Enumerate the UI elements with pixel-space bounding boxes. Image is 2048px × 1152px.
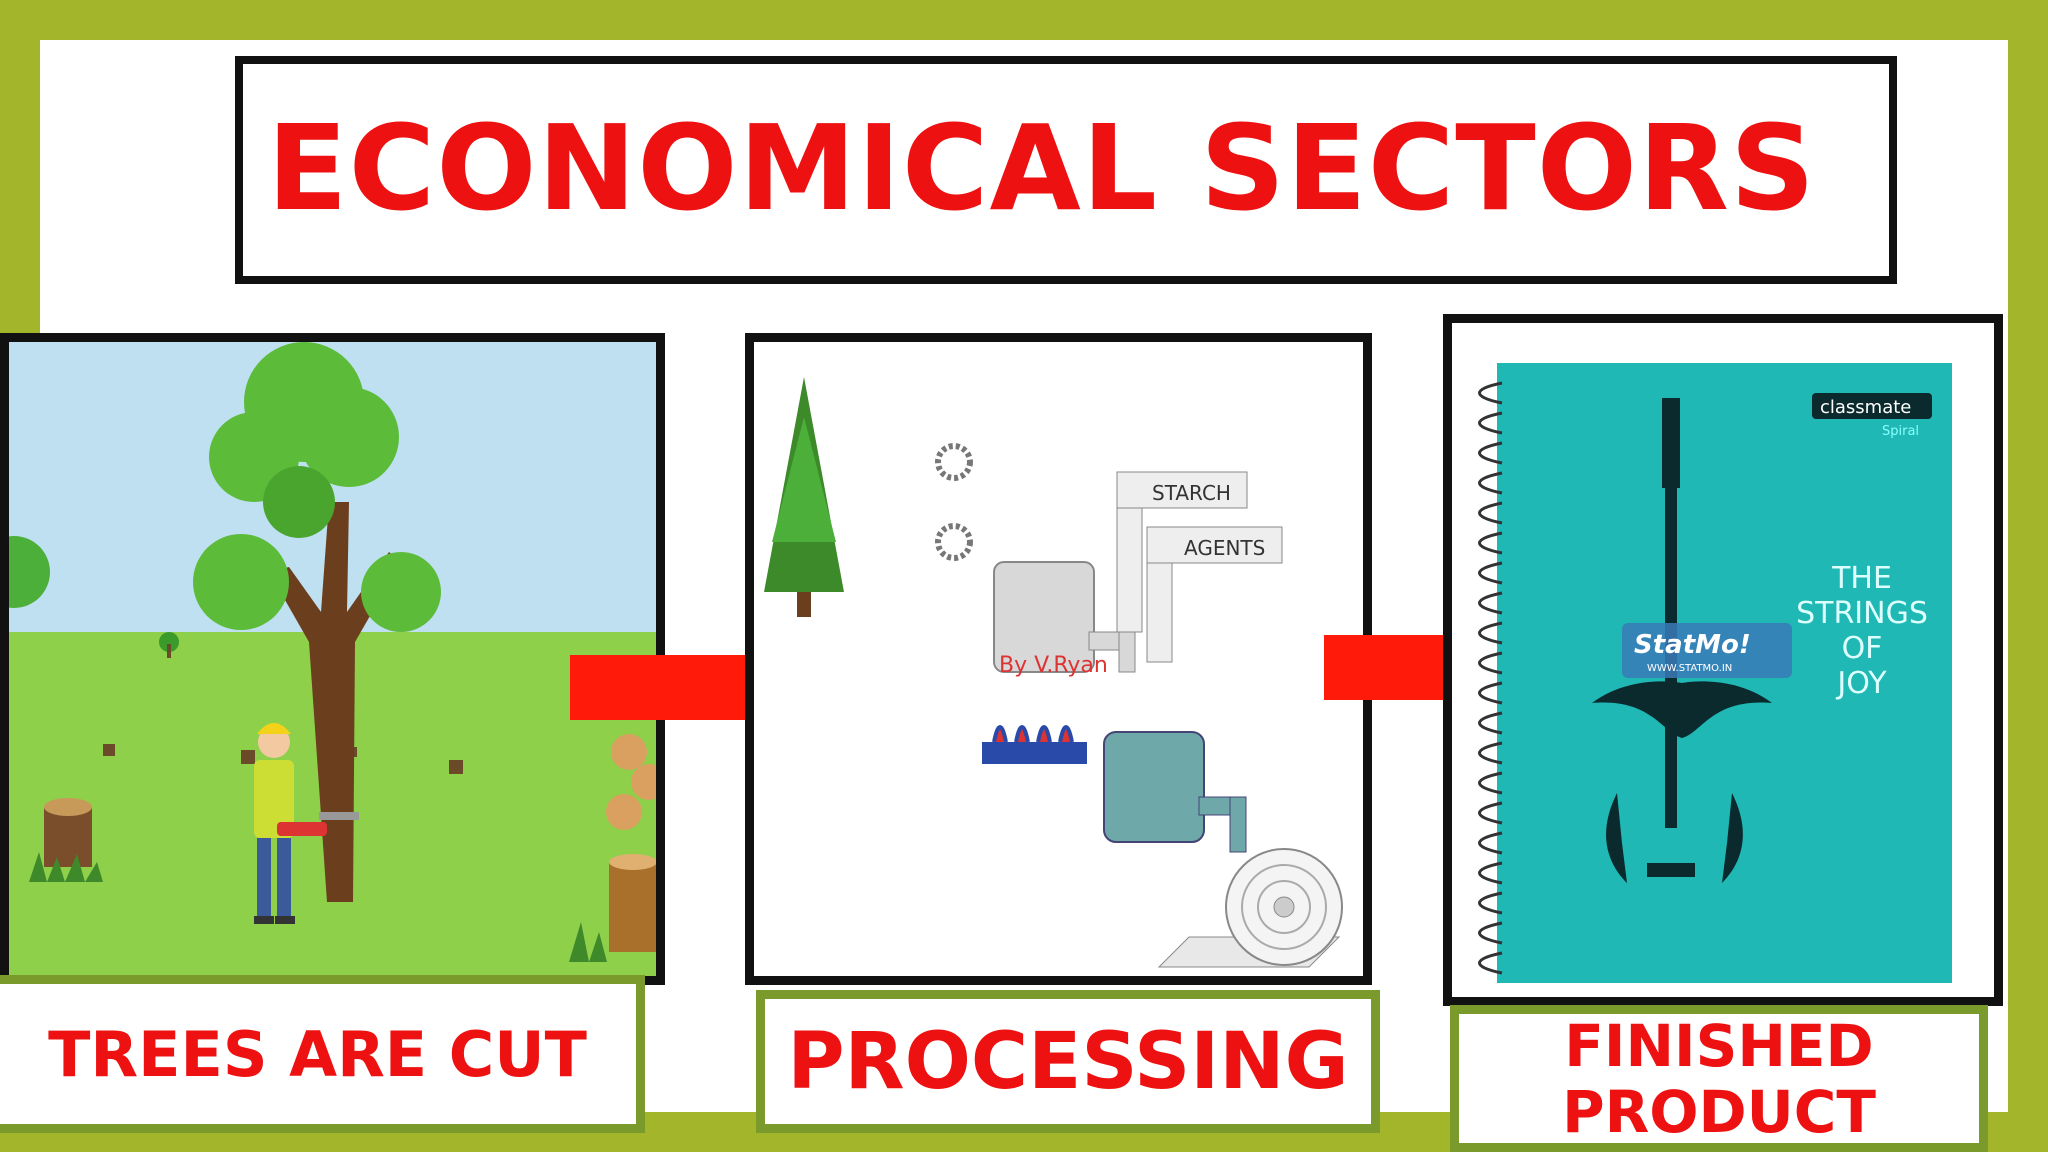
tree-stump <box>29 798 103 882</box>
svg-text:STARCH: STARCH <box>1152 481 1231 505</box>
gear-icon <box>935 523 973 561</box>
svg-text:classmate: classmate <box>1820 397 1911 418</box>
gear-icon <box>935 443 973 481</box>
spiral-binding <box>1478 381 1503 975</box>
step-label-finished-product: FINISHED PRODUCT <box>1450 1005 1988 1152</box>
slide-title: ECONOMICAL SECTORS <box>267 99 1816 237</box>
pipe: STARCH <box>1116 471 1248 633</box>
notebook-photo: classmate Spiral THE STRINGS OF JOY Stat… <box>1443 314 2003 1006</box>
svg-text:StatMo!: StatMo! <box>1634 630 1751 660</box>
sticker <box>1622 623 1792 678</box>
title-box: ECONOMICAL SECTORS <box>235 56 1897 284</box>
log-pile <box>606 734 656 952</box>
lumberjack <box>254 723 359 924</box>
svg-text:AGENTS: AGENTS <box>1184 536 1265 560</box>
svg-text:By V.Ryan: By V.Ryan <box>999 653 1108 678</box>
svg-text:JOY: JOY <box>1835 666 1887 701</box>
distant-tree <box>159 632 179 652</box>
paper-roll <box>1157 848 1343 968</box>
burner <box>982 742 1087 764</box>
svg-text:THE: THE <box>1831 561 1892 596</box>
vat <box>1103 731 1247 853</box>
step-label-processing: PROCESSING <box>756 990 1380 1133</box>
vat: By V.Ryan <box>993 561 1136 678</box>
svg-text:Spiral: Spiral <box>1882 424 1919 439</box>
pine-tree <box>764 377 844 617</box>
processing-diagram: By V.Ryan STARCH AGENTS <box>745 333 1372 985</box>
tree-cutting-illustration <box>0 333 665 985</box>
svg-text:OF: OF <box>1842 631 1883 666</box>
pipe: AGENTS <box>1146 526 1283 663</box>
tree <box>193 342 441 902</box>
svg-text:STRINGS: STRINGS <box>1796 596 1928 631</box>
svg-text:WWW.STATMO.IN: WWW.STATMO.IN <box>1647 663 1732 674</box>
step-label-trees-are-cut: TREES ARE CUT <box>0 975 645 1133</box>
